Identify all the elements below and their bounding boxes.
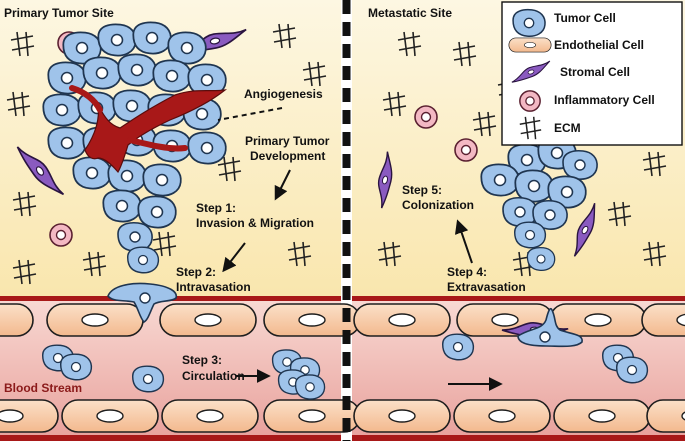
- extravasating-cell: [517, 307, 583, 348]
- legend-label-inflammatory: Inflammatory Cell: [554, 93, 655, 107]
- angiogenesis-pointer: [217, 107, 283, 121]
- intravasating-cell: [107, 282, 178, 323]
- primary-site-title: Primary Tumor Site: [4, 6, 114, 20]
- step5-desc: Colonization: [402, 198, 474, 212]
- legend-label-tumor: Tumor Cell: [554, 11, 616, 25]
- step3-desc: Circulation: [182, 369, 245, 383]
- step4-desc: Extravasation: [447, 280, 526, 294]
- legend-item-endothelial: Endothelial Cell: [508, 37, 644, 53]
- step5-label: Step 5:: [402, 183, 442, 197]
- legend-item-tumor: Tumor Cell: [512, 8, 616, 38]
- vessel-wall-bottom-right: [352, 435, 685, 441]
- inflammatory-cell-icon: [519, 90, 541, 112]
- step2-desc: Intravasation: [176, 280, 251, 294]
- arrow-step1-to-step2: [222, 242, 246, 273]
- legend: Tumor Cell Endothelial Cell Stromal Cell…: [501, 1, 683, 146]
- legend-item-stromal: Stromal Cell: [508, 59, 630, 85]
- step2-label: Step 2:: [176, 265, 216, 279]
- step4-label: Step 4:: [447, 265, 487, 279]
- arrow-step4-to-step5: [454, 219, 473, 264]
- legend-item-inflammatory: Inflammatory Cell: [519, 90, 655, 112]
- step1-desc: Invasion & Migration: [196, 216, 314, 230]
- tumor-cell-icon: [512, 8, 546, 38]
- endothelial-cell-icon: [508, 37, 552, 53]
- legend-label-stromal: Stromal Cell: [560, 65, 630, 79]
- angiogenesis-vessel: [84, 89, 228, 174]
- step1-label: Step 1:: [196, 201, 236, 215]
- process-arrows: [217, 107, 503, 391]
- vessel-wall-bottom-left: [0, 435, 341, 441]
- metastatic-site-title: Metastatic Site: [368, 6, 452, 20]
- legend-label-ecm: ECM: [554, 121, 581, 135]
- step3-label: Step 3:: [182, 353, 222, 367]
- legend-label-endothelial: Endothelial Cell: [554, 38, 644, 52]
- legend-item-ecm: ECM: [519, 116, 581, 140]
- arrow-dev-to-step1: [274, 169, 291, 201]
- vessel-wall-top-right: [352, 296, 685, 301]
- primary-dev-label-1: Primary Tumor: [245, 134, 330, 148]
- primary-dev-label-2: Development: [250, 149, 325, 163]
- angiogenesis-label: Angiogenesis: [244, 87, 323, 101]
- blood-stream-label: Blood Stream: [4, 381, 82, 395]
- primary-tumor-mass: [42, 21, 228, 274]
